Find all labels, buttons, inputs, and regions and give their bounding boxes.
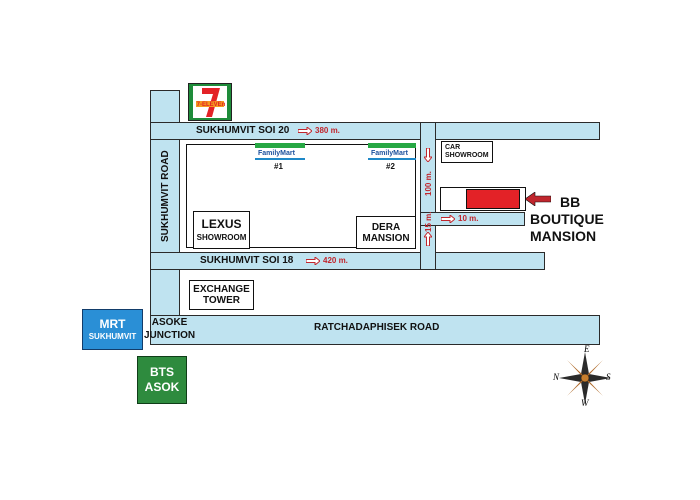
car-showroom-line2: SHOWROOM bbox=[445, 152, 489, 159]
dera-line2: MANSION bbox=[362, 232, 410, 244]
familymart-2-underline bbox=[368, 158, 416, 160]
mrt-sukhumvit-station: MRT SUKHUMVIT bbox=[82, 309, 143, 350]
familymart-2-logo-bar bbox=[368, 143, 416, 148]
bts-asok-station: BTS ASOK bbox=[137, 356, 187, 404]
sukhumvit-soi-18-label: SUKHUMVIT SOI 18 bbox=[200, 255, 294, 266]
sukhumvit-soi-18-road bbox=[150, 252, 545, 270]
asoke-junction-line1: ASOKE bbox=[151, 317, 188, 328]
car-showroom-line1: CAR bbox=[445, 144, 461, 152]
dera-mansion: DERA MANSION bbox=[356, 216, 416, 249]
familymart-1-logo-bar bbox=[255, 143, 305, 148]
arrow-up-icon bbox=[424, 232, 432, 246]
arrow-right-icon bbox=[306, 257, 320, 265]
compass-rose: E W N S bbox=[553, 344, 615, 408]
sukhumvit-soi-20-road bbox=[150, 122, 600, 140]
sukhumvit-road-label: SUKHUMVIT ROAD bbox=[160, 150, 171, 242]
bts-line1: BTS bbox=[150, 364, 174, 379]
vertical-15m-distance: 15 m. bbox=[424, 211, 433, 232]
hotel-name-line2: BOUTIQUE bbox=[530, 211, 604, 227]
lexus-showroom: LEXUS SHOWROOM bbox=[193, 211, 250, 249]
compass-s-label: S bbox=[606, 372, 611, 382]
bts-line2: ASOK bbox=[144, 380, 180, 394]
hotel-access-road bbox=[420, 212, 525, 226]
arrow-down-icon bbox=[424, 148, 432, 162]
bb-boutique-mansion-marker bbox=[466, 189, 520, 209]
seven-eleven-icon bbox=[189, 84, 231, 120]
seven-eleven-logo: 7-ELEVEn bbox=[188, 83, 232, 121]
arrow-right-icon bbox=[298, 127, 312, 135]
familymart-1-brand: FamilyMart bbox=[258, 150, 295, 157]
seven-eleven-text: 7-ELEVEn bbox=[196, 102, 226, 108]
ratchadaphisek-road-label: RATCHADAPHISEK ROAD bbox=[314, 322, 440, 333]
mrt-line1: MRT bbox=[99, 316, 126, 331]
exchange-line1: EXCHANGE bbox=[193, 284, 250, 295]
asoke-junction-label: ASOKE JUNCTION bbox=[144, 316, 195, 342]
exchange-line2: TOWER bbox=[202, 295, 241, 306]
arrow-right-icon bbox=[441, 215, 455, 223]
asoke-junction-line2: JUNCTION bbox=[144, 330, 196, 341]
dera-line1: DERA bbox=[371, 221, 401, 233]
compass-icon bbox=[559, 352, 611, 404]
compass-n-label: N bbox=[553, 372, 560, 382]
familymart-1-underline bbox=[255, 158, 305, 160]
lexus-line2: SHOWROOM bbox=[196, 232, 247, 242]
hotel-distance: 10 m. bbox=[458, 214, 479, 223]
familymart-2-brand: FamilyMart bbox=[371, 150, 408, 157]
hotel-name-line1: BB bbox=[560, 194, 581, 210]
ratchadaphisek-road bbox=[150, 315, 600, 345]
hotel-name: BB BOUTIQUE MANSION bbox=[530, 194, 604, 245]
soi20-distance: 380 m. bbox=[315, 126, 340, 135]
familymart-2-number: #2 bbox=[386, 162, 395, 171]
compass-w-label: W bbox=[581, 398, 589, 408]
hotel-name-line3: MANSION bbox=[530, 228, 597, 244]
familymart-1-number: #1 bbox=[274, 162, 283, 171]
arrow-left-icon bbox=[525, 192, 551, 206]
compass-e-label: E bbox=[584, 344, 590, 354]
sukhumvit-soi-20-label: SUKHUMVIT SOI 20 bbox=[196, 125, 290, 136]
mrt-line2: SUKHUMVIT bbox=[88, 331, 137, 341]
car-showroom: CAR SHOWROOM bbox=[441, 141, 493, 163]
lexus-line1: LEXUS bbox=[201, 216, 242, 231]
soi18-distance: 420 m. bbox=[323, 256, 348, 265]
connector-road bbox=[420, 122, 436, 270]
vertical-100m-distance: 100 m. bbox=[424, 171, 433, 196]
exchange-tower: EXCHANGE TOWER bbox=[189, 280, 254, 310]
block-exchange bbox=[186, 274, 596, 311]
